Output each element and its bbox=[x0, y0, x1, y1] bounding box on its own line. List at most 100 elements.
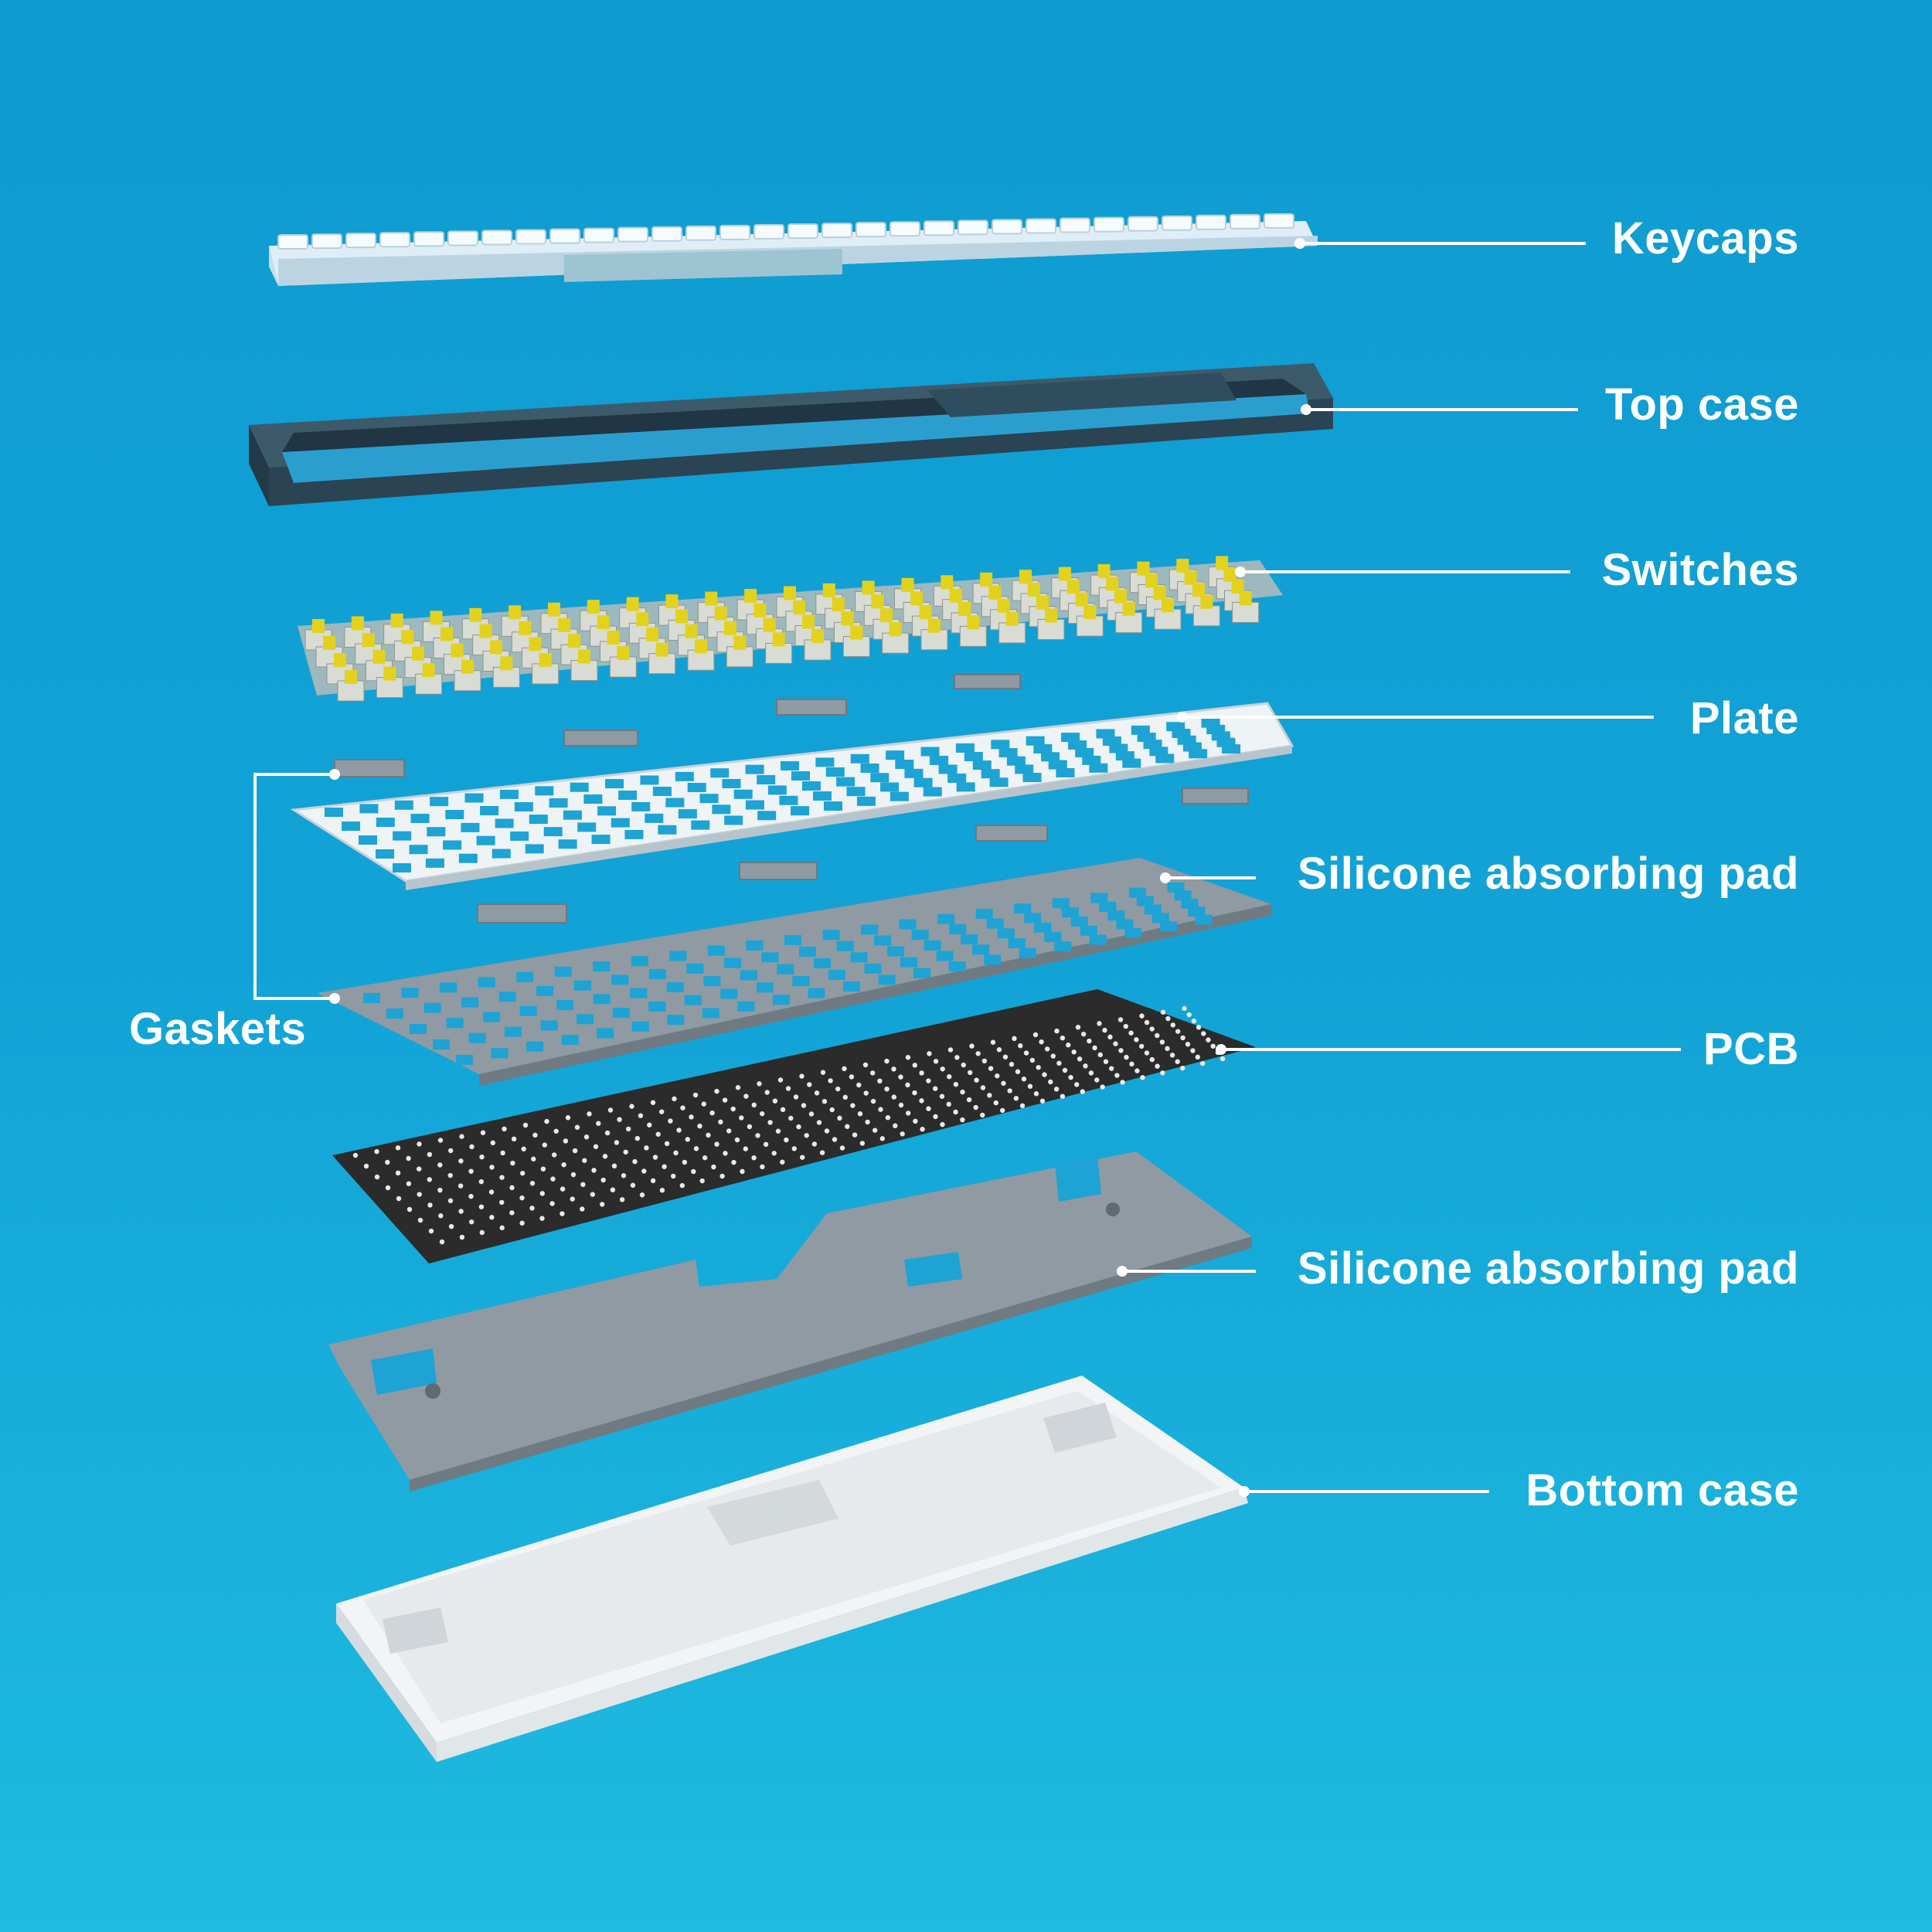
pad-cutout bbox=[740, 970, 757, 981]
pcb-pad bbox=[641, 1168, 647, 1174]
leader-lines bbox=[253, 242, 1681, 1493]
silicone-pad-upper-layer bbox=[317, 858, 1271, 1086]
plate-cutout bbox=[1149, 747, 1168, 757]
pcb-pad bbox=[898, 1102, 904, 1108]
switch-stem bbox=[1045, 608, 1057, 623]
pcb-pad bbox=[919, 1070, 924, 1076]
plate-cutout bbox=[981, 769, 1000, 779]
plate-cutout bbox=[724, 815, 743, 825]
switch-stem bbox=[1200, 594, 1213, 609]
switch-stem bbox=[440, 627, 453, 641]
pad-cutout bbox=[597, 1028, 614, 1039]
switch-stem bbox=[490, 640, 502, 655]
pcb-pad bbox=[1175, 1029, 1181, 1034]
plate-cutout bbox=[583, 794, 603, 804]
pcb-pad bbox=[619, 1197, 625, 1202]
pad-cutout bbox=[631, 1021, 649, 1032]
pcb-pad bbox=[697, 1123, 702, 1129]
pcb-pad bbox=[1097, 1021, 1102, 1026]
switch-stem bbox=[901, 577, 914, 592]
pcb-pad bbox=[849, 1074, 855, 1080]
pcb-pad bbox=[1185, 1042, 1191, 1047]
pcb-pad bbox=[808, 1111, 815, 1117]
pcb-pad bbox=[565, 1115, 571, 1121]
plate-cutout bbox=[1082, 755, 1101, 765]
pcb-pad bbox=[953, 1081, 959, 1087]
switch-stem bbox=[401, 630, 414, 645]
plate-cutout bbox=[850, 753, 869, 764]
switch-stem bbox=[539, 652, 552, 667]
pcb-pad bbox=[723, 1151, 728, 1156]
pcb-pad bbox=[816, 1120, 822, 1125]
switch-stem bbox=[958, 602, 971, 616]
pcb-pad bbox=[1149, 1056, 1155, 1063]
plate-cutout bbox=[376, 818, 395, 827]
switch-stem bbox=[1122, 601, 1135, 616]
switch-stem bbox=[655, 642, 668, 657]
pcb-pad bbox=[1029, 1057, 1036, 1063]
pcb-pad bbox=[1092, 1045, 1097, 1051]
pcb-pad bbox=[427, 1151, 433, 1158]
pcb-pad bbox=[438, 1213, 444, 1219]
pcb-pad bbox=[650, 1178, 656, 1184]
switch-stem bbox=[744, 589, 757, 604]
pad-cutout bbox=[723, 957, 741, 968]
pcb-pad bbox=[906, 1111, 911, 1116]
plate-cutout bbox=[860, 764, 879, 773]
keycap bbox=[719, 224, 750, 240]
pcb-pad bbox=[1027, 1083, 1033, 1089]
pcb-pad bbox=[1134, 1068, 1140, 1073]
switch-housing bbox=[998, 622, 1026, 644]
switch-housing bbox=[454, 670, 481, 692]
pcb-pad bbox=[680, 1105, 685, 1111]
switch-stem bbox=[850, 625, 863, 640]
pcb-pad bbox=[877, 1078, 883, 1084]
plate-cutout bbox=[624, 829, 644, 839]
switch-stem bbox=[753, 603, 767, 617]
pcb-pad bbox=[1007, 1088, 1012, 1094]
plate-cutout bbox=[1033, 744, 1053, 753]
pad-cutout bbox=[573, 980, 591, 991]
pcb-pad bbox=[1012, 1036, 1017, 1042]
pcb-pad bbox=[960, 1117, 965, 1123]
pcb-pad bbox=[719, 1173, 725, 1179]
pad-cutout bbox=[440, 982, 457, 993]
plate-cutout bbox=[955, 743, 975, 753]
pcb-pad bbox=[600, 1177, 606, 1183]
pcb-pad bbox=[459, 1234, 465, 1240]
pcb-pad bbox=[933, 1114, 938, 1120]
pcb-pad bbox=[352, 1152, 359, 1158]
switch-stem bbox=[383, 666, 396, 681]
pcb-pad bbox=[1144, 1050, 1150, 1056]
pad-cutout bbox=[864, 963, 882, 974]
pcb-pad bbox=[891, 1066, 896, 1072]
pcb-pad bbox=[1088, 1070, 1094, 1076]
plate-cutout bbox=[658, 825, 677, 835]
pcb-pad bbox=[519, 1195, 525, 1201]
pad-cutout bbox=[913, 968, 931, 978]
pad-cutout bbox=[478, 977, 495, 988]
keycap bbox=[345, 233, 376, 249]
plate-cutout bbox=[458, 853, 478, 863]
pad-cutout bbox=[874, 935, 892, 946]
plate-cutout bbox=[913, 777, 933, 787]
pcb-pad bbox=[632, 1158, 638, 1165]
pcb-pad bbox=[780, 1159, 785, 1165]
pcb-pad bbox=[600, 1202, 605, 1207]
switch-stem bbox=[1216, 556, 1229, 570]
switch-stem bbox=[1019, 570, 1032, 584]
pcb-pad bbox=[993, 1100, 999, 1106]
plate-cutout bbox=[1041, 752, 1060, 762]
pcb-pad bbox=[561, 1162, 566, 1168]
pcb-pad bbox=[611, 1163, 617, 1168]
pcb-pad bbox=[870, 1098, 876, 1104]
pcb-pad bbox=[828, 1078, 833, 1083]
pcb-pad bbox=[550, 1176, 556, 1182]
pcb-pad bbox=[406, 1155, 411, 1162]
pcb-pad bbox=[975, 1051, 981, 1056]
pad-cutout bbox=[986, 918, 1004, 929]
pcb-pad bbox=[1114, 1073, 1120, 1078]
switch-housing bbox=[1076, 615, 1104, 637]
pcb-pad bbox=[954, 1055, 960, 1060]
switch-stem bbox=[1028, 583, 1040, 597]
